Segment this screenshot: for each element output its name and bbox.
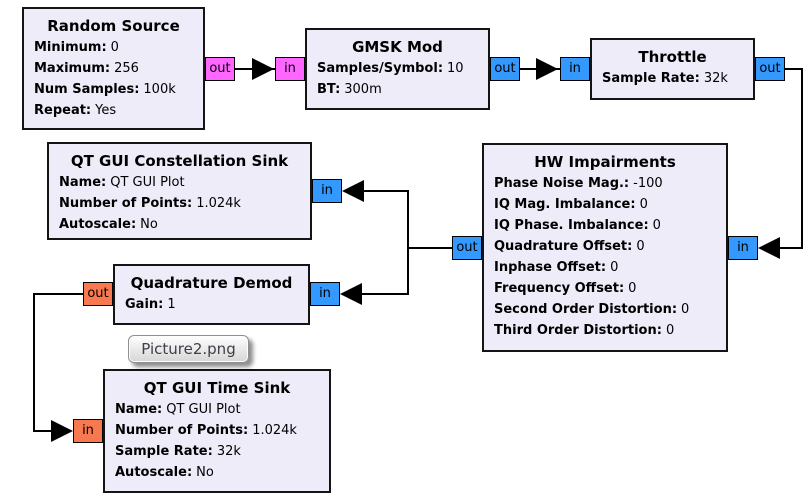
param-second-order-distortion: Second Order Distortion:0 [494, 302, 690, 317]
param-maximum: Maximum:256 [34, 61, 139, 76]
param-sample-rate: Sample Rate:32k [602, 71, 728, 86]
port-out-throttle[interactable]: out [755, 57, 785, 81]
param-inphase-offset: Inphase Offset:0 [494, 260, 619, 275]
param-number-of-points: Number of Points:1.024k [59, 196, 241, 211]
block-quadrature-demod[interactable]: Quadrature Demod Gain:1 [113, 264, 310, 325]
wire-throttle-to-hw[interactable] [801, 68, 803, 249]
wire-quaddemod-to-timesink[interactable] [33, 293, 35, 432]
param-samples-per-symbol: Samples/Symbol:10 [317, 61, 464, 76]
block-title: Quadrature Demod [130, 274, 293, 292]
arrowhead-gmsk-to-throttle [536, 58, 558, 80]
port-in-quadrature-demod[interactable]: in [310, 282, 340, 306]
block-title: Random Source [47, 17, 180, 35]
wire-quaddemod-to-timesink[interactable] [33, 293, 83, 295]
param-quadrature-offset: Quadrature Offset:0 [494, 239, 645, 254]
param-autoscale: Autoscale:No [59, 217, 158, 232]
port-in-gmsk-mod[interactable]: in [275, 57, 305, 81]
arrowhead-throttle-to-hw [758, 237, 780, 259]
param-minimum: Minimum:0 [34, 40, 119, 55]
port-out-hw-impairments[interactable]: out [452, 236, 482, 260]
block-title: QT GUI Time Sink [143, 379, 291, 397]
arrowhead-quaddemod-to-timesink [51, 420, 73, 442]
wire-throttle-to-hw[interactable] [780, 247, 803, 249]
block-throttle[interactable]: Throttle Sample Rate:32k [590, 38, 755, 100]
param-iq-mag-imbalance: IQ Mag. Imbalance:0 [494, 197, 648, 212]
wire-hw-out-stub[interactable] [407, 247, 452, 249]
param-bt: BT:300m [317, 82, 382, 97]
block-title: Throttle [638, 48, 707, 66]
filename-tooltip: Picture2.png [128, 335, 249, 363]
param-third-order-distortion: Third Order Distortion:0 [494, 323, 675, 338]
port-in-throttle[interactable]: in [560, 57, 590, 81]
block-gmsk-mod[interactable]: GMSK Mod Samples/Symbol:10 BT:300m [305, 28, 490, 110]
param-number-of-points: Number of Points:1.024k [115, 423, 297, 438]
param-name: Name:QT GUI Plot [115, 402, 241, 417]
param-phase-noise-mag: Phase Noise Mag.:-100 [494, 176, 663, 191]
port-in-constellation-sink[interactable]: in [312, 179, 342, 203]
wire-hw-to-quadrature-demod[interactable] [362, 293, 409, 295]
port-out-gmsk-mod[interactable]: out [490, 57, 520, 81]
param-gain: Gain:1 [125, 297, 176, 312]
param-name: Name:QT GUI Plot [59, 175, 185, 190]
block-qt-gui-constellation-sink[interactable]: QT GUI Constellation Sink Name:QT GUI Pl… [47, 142, 312, 240]
block-title: HW Impairments [534, 153, 676, 171]
arrowhead-hw-to-quadrature-demod [340, 283, 362, 305]
param-repeat: Repeat:Yes [34, 103, 117, 118]
param-sample-rate: Sample Rate:32k [115, 444, 241, 459]
port-out-random-source[interactable]: out [205, 57, 235, 81]
block-title: QT GUI Constellation Sink [70, 152, 289, 170]
param-num-samples: Num Samples:100k [34, 82, 176, 97]
arrowhead-hw-to-constellation [342, 180, 364, 202]
param-autoscale: Autoscale:No [115, 465, 214, 480]
port-out-quadrature-demod[interactable]: out [83, 282, 113, 306]
block-hw-impairments[interactable]: HW Impairments Phase Noise Mag.:-100 IQ … [482, 143, 728, 352]
port-in-hw-impairments[interactable]: in [728, 236, 758, 260]
block-title: GMSK Mod [352, 38, 443, 56]
param-iq-phase-imbalance: IQ Phase. Imbalance:0 [494, 218, 661, 233]
param-frequency-offset: Frequency Offset:0 [494, 281, 637, 296]
wire-hw-trunk[interactable] [407, 190, 409, 295]
arrowhead-random-to-gmsk [252, 58, 274, 80]
port-in-time-sink[interactable]: in [73, 419, 103, 443]
wire-throttle-to-hw[interactable] [785, 68, 803, 70]
block-qt-gui-time-sink[interactable]: QT GUI Time Sink Name:QT GUI Plot Number… [103, 369, 331, 493]
wire-quaddemod-to-timesink[interactable] [33, 430, 53, 432]
wire-hw-to-constellation[interactable] [364, 190, 409, 192]
block-random-source[interactable]: Random Source Minimum:0 Maximum:256 Num … [22, 7, 205, 130]
